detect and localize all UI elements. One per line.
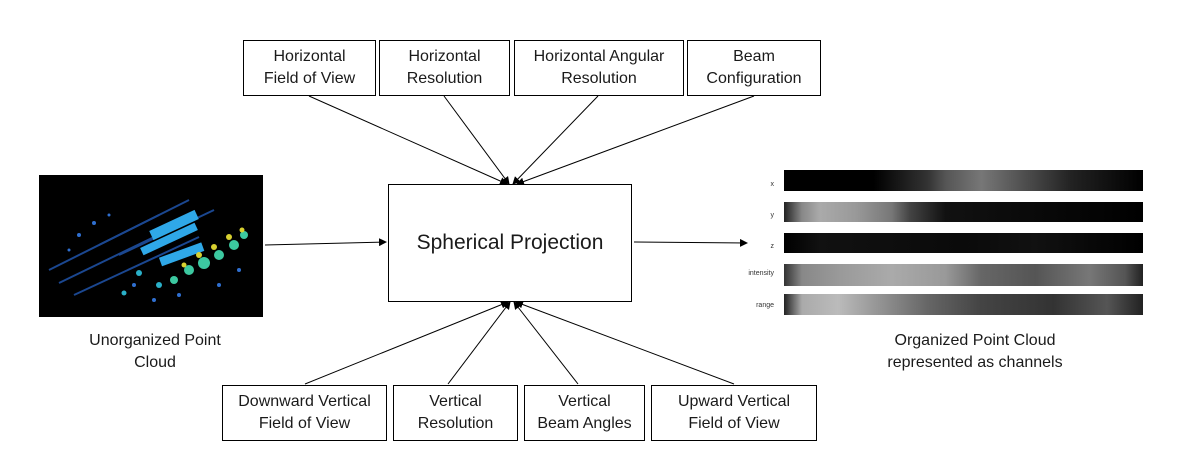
channel-label-range: range <box>756 302 774 309</box>
arrow-hres <box>443 95 510 185</box>
param-horizontal-fov: Horizontal Field of View <box>243 40 376 96</box>
channel-strip-y <box>784 202 1143 222</box>
arrow-output <box>633 238 748 247</box>
param-upward-vertical-fov: Upward Vertical Field of View <box>651 385 817 441</box>
input-caption: Unorganized Point Cloud <box>89 332 221 371</box>
arrow-hfov <box>308 95 508 185</box>
param-downward-vertical-fov: Downward Vertical Field of View <box>222 385 387 441</box>
channel-label-z: z <box>770 243 775 250</box>
spherical-projection-box: Spherical Projection <box>388 184 632 302</box>
channel-strip-z <box>784 233 1143 253</box>
arrow-beam <box>516 95 755 186</box>
param-vertical-beam-angles: Vertical Beam Angles <box>524 385 645 441</box>
channel-strip-intensity <box>784 264 1143 286</box>
channel-strip-range <box>784 294 1143 315</box>
param-horizontal-resolution: Horizontal Resolution <box>379 40 510 96</box>
arrow-vbeam <box>513 301 579 385</box>
param-beam-configuration: Beam Configuration <box>687 40 821 96</box>
arrow-vres <box>447 301 511 385</box>
param-horizontal-angular-resolution: Horizontal Angular Resolution <box>514 40 684 96</box>
arrow-hang <box>512 95 599 185</box>
arrow-input <box>264 238 387 247</box>
channel-label-intensity: intensity <box>748 270 774 277</box>
arrow-down-vfov <box>304 300 509 385</box>
channel-label-x: x <box>770 181 775 188</box>
unorganized-point-cloud-image <box>39 175 263 317</box>
param-vertical-resolution: Vertical Resolution <box>393 385 518 441</box>
arrow-up-vfov <box>515 300 735 385</box>
channel-strip-x <box>784 170 1143 191</box>
channel-label-y: y <box>770 212 775 219</box>
output-caption: Organized Point Cloud represented as cha… <box>887 332 1063 371</box>
